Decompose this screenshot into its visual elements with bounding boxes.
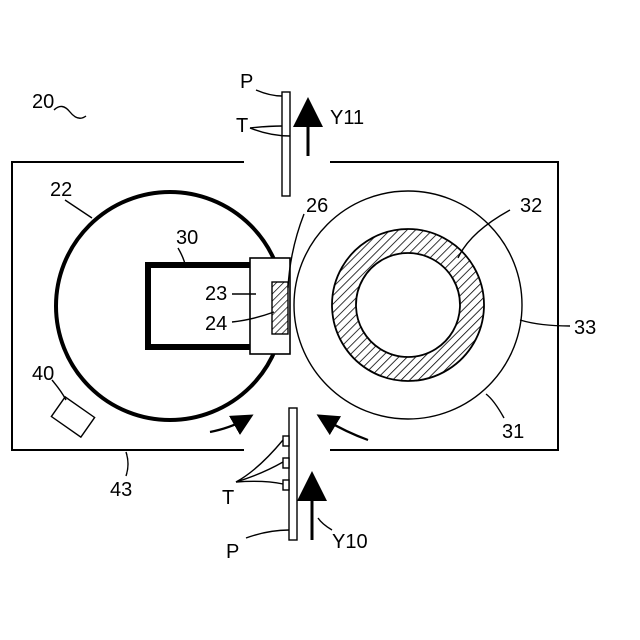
pressure-roller xyxy=(294,191,522,419)
label-26: 26 xyxy=(306,195,328,217)
label-43: 43 xyxy=(110,479,132,501)
label-20: 20 xyxy=(32,91,54,113)
label-23: 23 xyxy=(205,283,227,305)
label-paper-top: P xyxy=(240,71,253,93)
label-toner-top: T xyxy=(236,115,248,137)
toner-3 xyxy=(283,480,289,490)
elastic-layer xyxy=(294,191,522,419)
pressure-roller-rotation-arrow xyxy=(326,420,368,440)
label-33: 33 xyxy=(574,317,596,339)
heating-roller-rotation-arrow xyxy=(210,420,244,432)
label-y10: Y10 xyxy=(332,531,368,553)
toner-2 xyxy=(283,458,289,468)
paper-bottom xyxy=(283,408,297,540)
paper-top xyxy=(282,92,290,196)
label-22: 22 xyxy=(50,179,72,201)
toner-1 xyxy=(283,436,289,446)
label-24: 24 xyxy=(205,313,227,335)
label-40: 40 xyxy=(32,363,54,385)
label-31: 31 xyxy=(502,421,524,443)
detector xyxy=(51,397,94,437)
label-toner-bottom: T xyxy=(222,487,234,509)
label-y11: Y11 xyxy=(330,107,364,129)
frame xyxy=(148,265,254,347)
label-32: 32 xyxy=(520,195,542,217)
label-paper-bottom: P xyxy=(226,541,239,563)
sensor xyxy=(272,282,288,334)
label-30: 30 xyxy=(176,227,198,249)
